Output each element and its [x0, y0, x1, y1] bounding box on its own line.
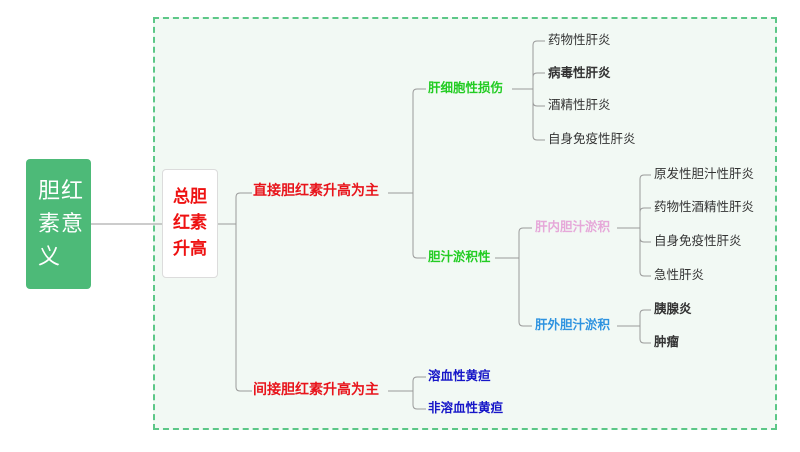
- root-node[interactable]: 胆红 素意 义: [26, 159, 91, 289]
- extrahepatic-cholestasis-node[interactable]: 肝外胆汁淤积: [535, 317, 611, 332]
- direct-bilirubin-node[interactable]: 直接胆红素升高为主: [253, 183, 379, 199]
- root-label-line2: 素意: [38, 212, 85, 237]
- leaf-item[interactable]: 非溶血性黄疸: [428, 400, 504, 415]
- leaf-item[interactable]: 病毒性肝炎: [548, 65, 611, 80]
- hepatocyte-injury-node[interactable]: 肝细胞性损伤: [428, 80, 504, 95]
- root-label-line1: 胆红: [38, 179, 85, 204]
- main-topic-node[interactable]: 总胆 红素 升高: [162, 169, 218, 278]
- indirect-bilirubin-node[interactable]: 间接胆红素升高为主: [253, 382, 379, 398]
- intrahepatic-cholestasis-node[interactable]: 肝内胆汁淤积: [535, 219, 611, 234]
- root-label-line3: 义: [38, 245, 62, 270]
- leaf-item[interactable]: 肿瘤: [654, 334, 680, 349]
- main-label-line3: 升高: [173, 239, 207, 259]
- cholestasis-node[interactable]: 胆汁淤积性: [428, 249, 491, 264]
- leaf-item[interactable]: 药物性酒精性肝炎: [654, 199, 755, 214]
- leaf-item[interactable]: 原发性胆汁性肝炎: [654, 166, 755, 181]
- leaf-item[interactable]: 自身免疫性肝炎: [548, 131, 636, 146]
- main-label-line2: 红素: [173, 213, 207, 233]
- leaf-item[interactable]: 急性肝炎: [654, 267, 705, 282]
- leaf-item[interactable]: 胰腺炎: [654, 301, 692, 316]
- leaf-item[interactable]: 自身免疫性肝炎: [654, 233, 742, 248]
- leaf-item[interactable]: 溶血性黄疸: [428, 368, 491, 383]
- mindmap-frame: [153, 17, 777, 430]
- leaf-item[interactable]: 药物性肝炎: [548, 32, 611, 47]
- leaf-item[interactable]: 酒精性肝炎: [548, 97, 611, 112]
- main-label-line1: 总胆: [173, 187, 207, 207]
